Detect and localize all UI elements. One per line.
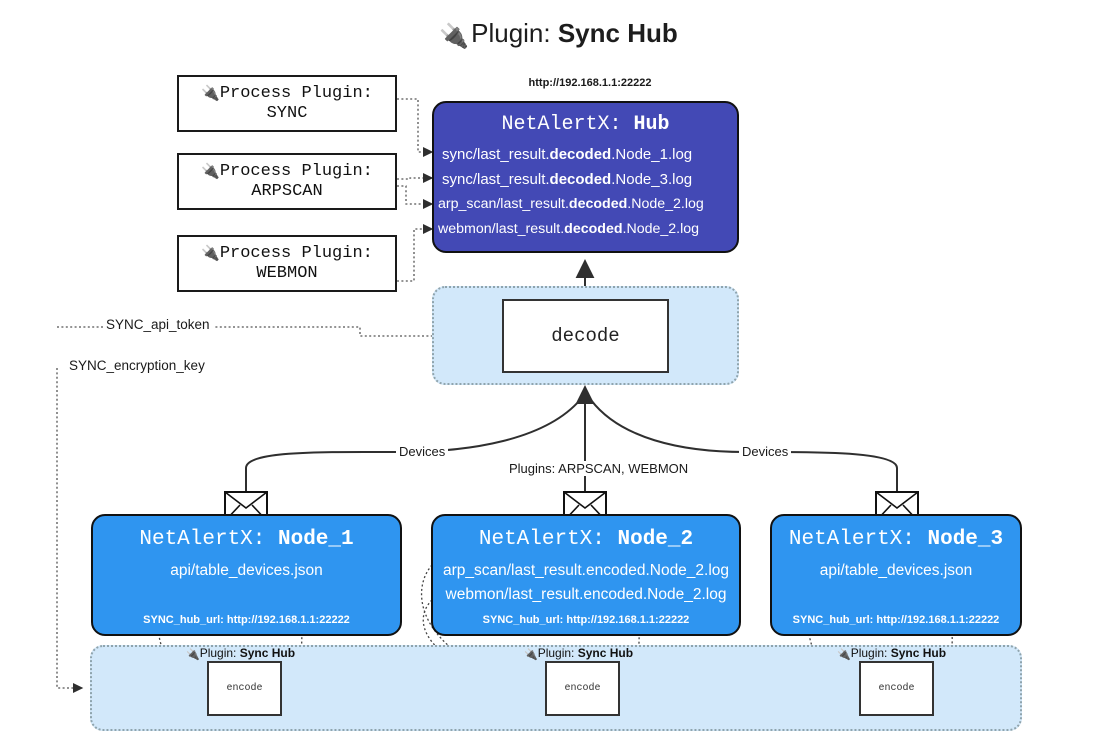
edge-label-center-plugins: Plugins: ARPSCAN, WEBMON (506, 461, 692, 476)
node-3-title: NetAlertX: Node_3 (788, 528, 1004, 551)
page-title: 🔌Plugin: Sync Hub (0, 18, 1117, 51)
decode-box[interactable]: decode (502, 299, 669, 373)
page-title-prefix: Plugin: (471, 18, 551, 48)
sync-encryption-key-label: SYNC_encryption_key (66, 358, 208, 373)
node-2-title: NetAlertX: Node_2 (478, 528, 694, 551)
process-plugin-arpscan-line1: 🔌Process Plugin: (201, 161, 373, 181)
node-box-node-1[interactable]: NetAlertX: Node_1 api/table_devices.json… (91, 514, 402, 636)
hub-file-row: arp_scan/last_result.decoded.Node_2.log (438, 196, 704, 212)
plug-icon: 🔌 (837, 649, 851, 661)
node-3-file-list: api/table_devices.json (772, 559, 1020, 583)
hub-file-list: sync/last_result.decoded.Node_1.log sync… (434, 142, 737, 242)
plug-icon: 🔌 (186, 649, 200, 661)
hub-title: NetAlertX: Hub (501, 113, 670, 136)
node-file-row: webmon/last_result.encoded.Node_2.log (445, 586, 727, 603)
process-plugin-arpscan-line2: ARPSCAN (251, 181, 323, 201)
edge-label-right-devices: Devices (739, 444, 792, 459)
hub-node[interactable]: NetAlertX: Hub sync/last_result.decoded.… (432, 101, 739, 253)
edge-label-left-devices: Devices (396, 444, 449, 459)
hub-file-row: webmon/last_result.decoded.Node_2.log (438, 221, 700, 237)
node-box-node-3[interactable]: NetAlertX: Node_3 api/table_devices.json… (770, 514, 1022, 636)
process-plugin-arpscan[interactable]: 🔌Process Plugin: ARPSCAN (177, 153, 397, 210)
process-plugin-sync-line2: SYNC (266, 103, 308, 123)
plug-icon: 🔌 (201, 245, 220, 263)
plug-icon: 🔌 (524, 649, 538, 661)
node-box-node-2[interactable]: NetAlertX: Node_2 arp_scan/last_result.e… (431, 514, 741, 636)
plug-icon: 🔌 (439, 23, 470, 50)
sync-api-token-label: SYNC_api_token (103, 317, 213, 332)
encode-box-node-2[interactable]: encode (545, 661, 620, 716)
node-file-row: arp_scan/last_result.encoded.Node_2.log (442, 562, 730, 579)
node-file-row: api/table_devices.json (819, 562, 973, 579)
process-plugin-webmon-line1: 🔌Process Plugin: (201, 243, 373, 263)
hub-file-row: sync/last_result.decoded.Node_3.log (442, 171, 693, 188)
plug-icon: 🔌 (201, 163, 220, 181)
hub-file-row: sync/last_result.decoded.Node_1.log (442, 146, 693, 163)
node-2-file-list: arp_scan/last_result.encoded.Node_2.log … (433, 559, 739, 607)
node-1-title: NetAlertX: Node_1 (139, 528, 354, 551)
node-1-file-list: api/table_devices.json (93, 559, 400, 583)
process-plugin-webmon[interactable]: 🔌Process Plugin: WEBMON (177, 235, 397, 292)
process-plugin-sync[interactable]: 🔌Process Plugin: SYNC (177, 75, 397, 132)
process-plugin-sync-line1: 🔌Process Plugin: (201, 83, 373, 103)
encode-plugin-label-3: 🔌Plugin: Sync Hub (837, 646, 947, 661)
process-plugin-webmon-line2: WEBMON (256, 263, 318, 283)
encode-box-node-1[interactable]: encode (207, 661, 282, 716)
hub-url: http://192.168.1.1:22222 (528, 77, 652, 89)
node-1-footer: SYNC_hub_url: http://192.168.1.1:22222 (143, 614, 350, 626)
node-3-footer: SYNC_hub_url: http://192.168.1.1:22222 (792, 614, 1000, 626)
encode-plugin-label-2: 🔌Plugin: Sync Hub (524, 646, 634, 661)
encode-plugin-label-1: 🔌Plugin: Sync Hub (186, 646, 296, 661)
encode-box-node-3[interactable]: encode (859, 661, 934, 716)
page-title-name: Sync Hub (557, 18, 678, 48)
node-file-row: api/table_devices.json (170, 562, 323, 579)
plug-icon: 🔌 (201, 85, 220, 103)
node-2-footer: SYNC_hub_url: http://192.168.1.1:22222 (482, 614, 690, 626)
